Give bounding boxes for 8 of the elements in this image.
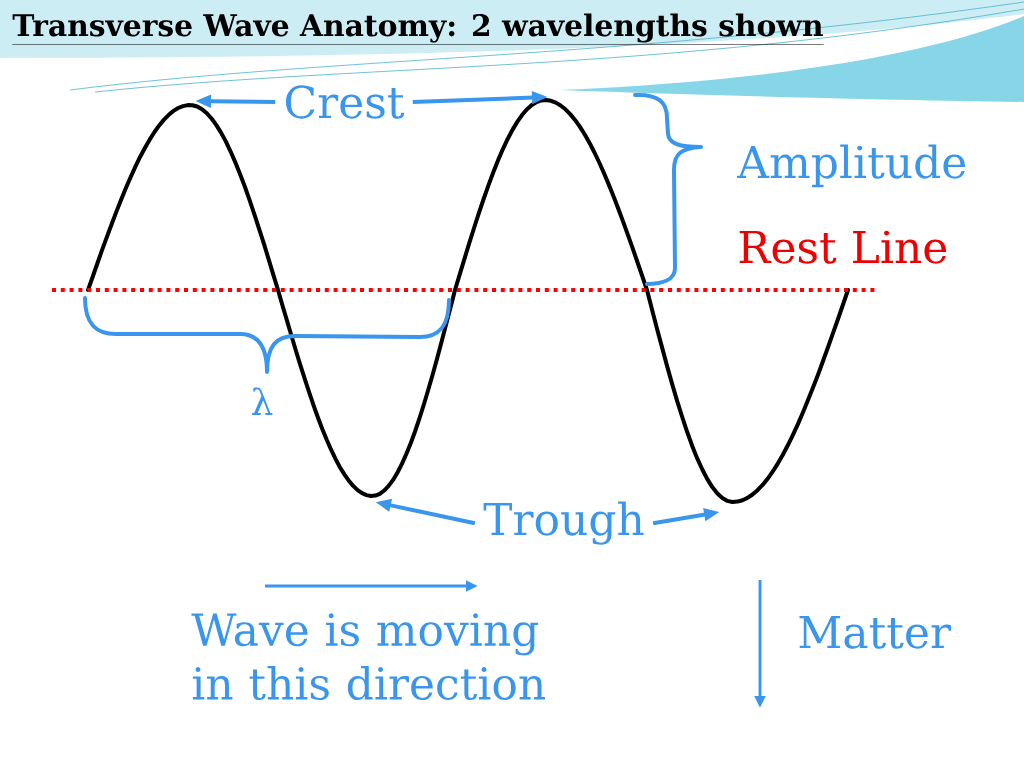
label: Rest Line	[739, 230, 947, 264]
title: Transverse Wave Anatomy: 2 wavelengths shown	[12, 13, 824, 45]
label: Crest	[285, 85, 405, 119]
label: Wave is moving in this direction	[191, 613, 545, 700]
label: Matter	[799, 615, 951, 649]
label: λ	[252, 387, 273, 415]
label: Amplitude	[737, 144, 966, 188]
label: Trough	[483, 501, 644, 545]
